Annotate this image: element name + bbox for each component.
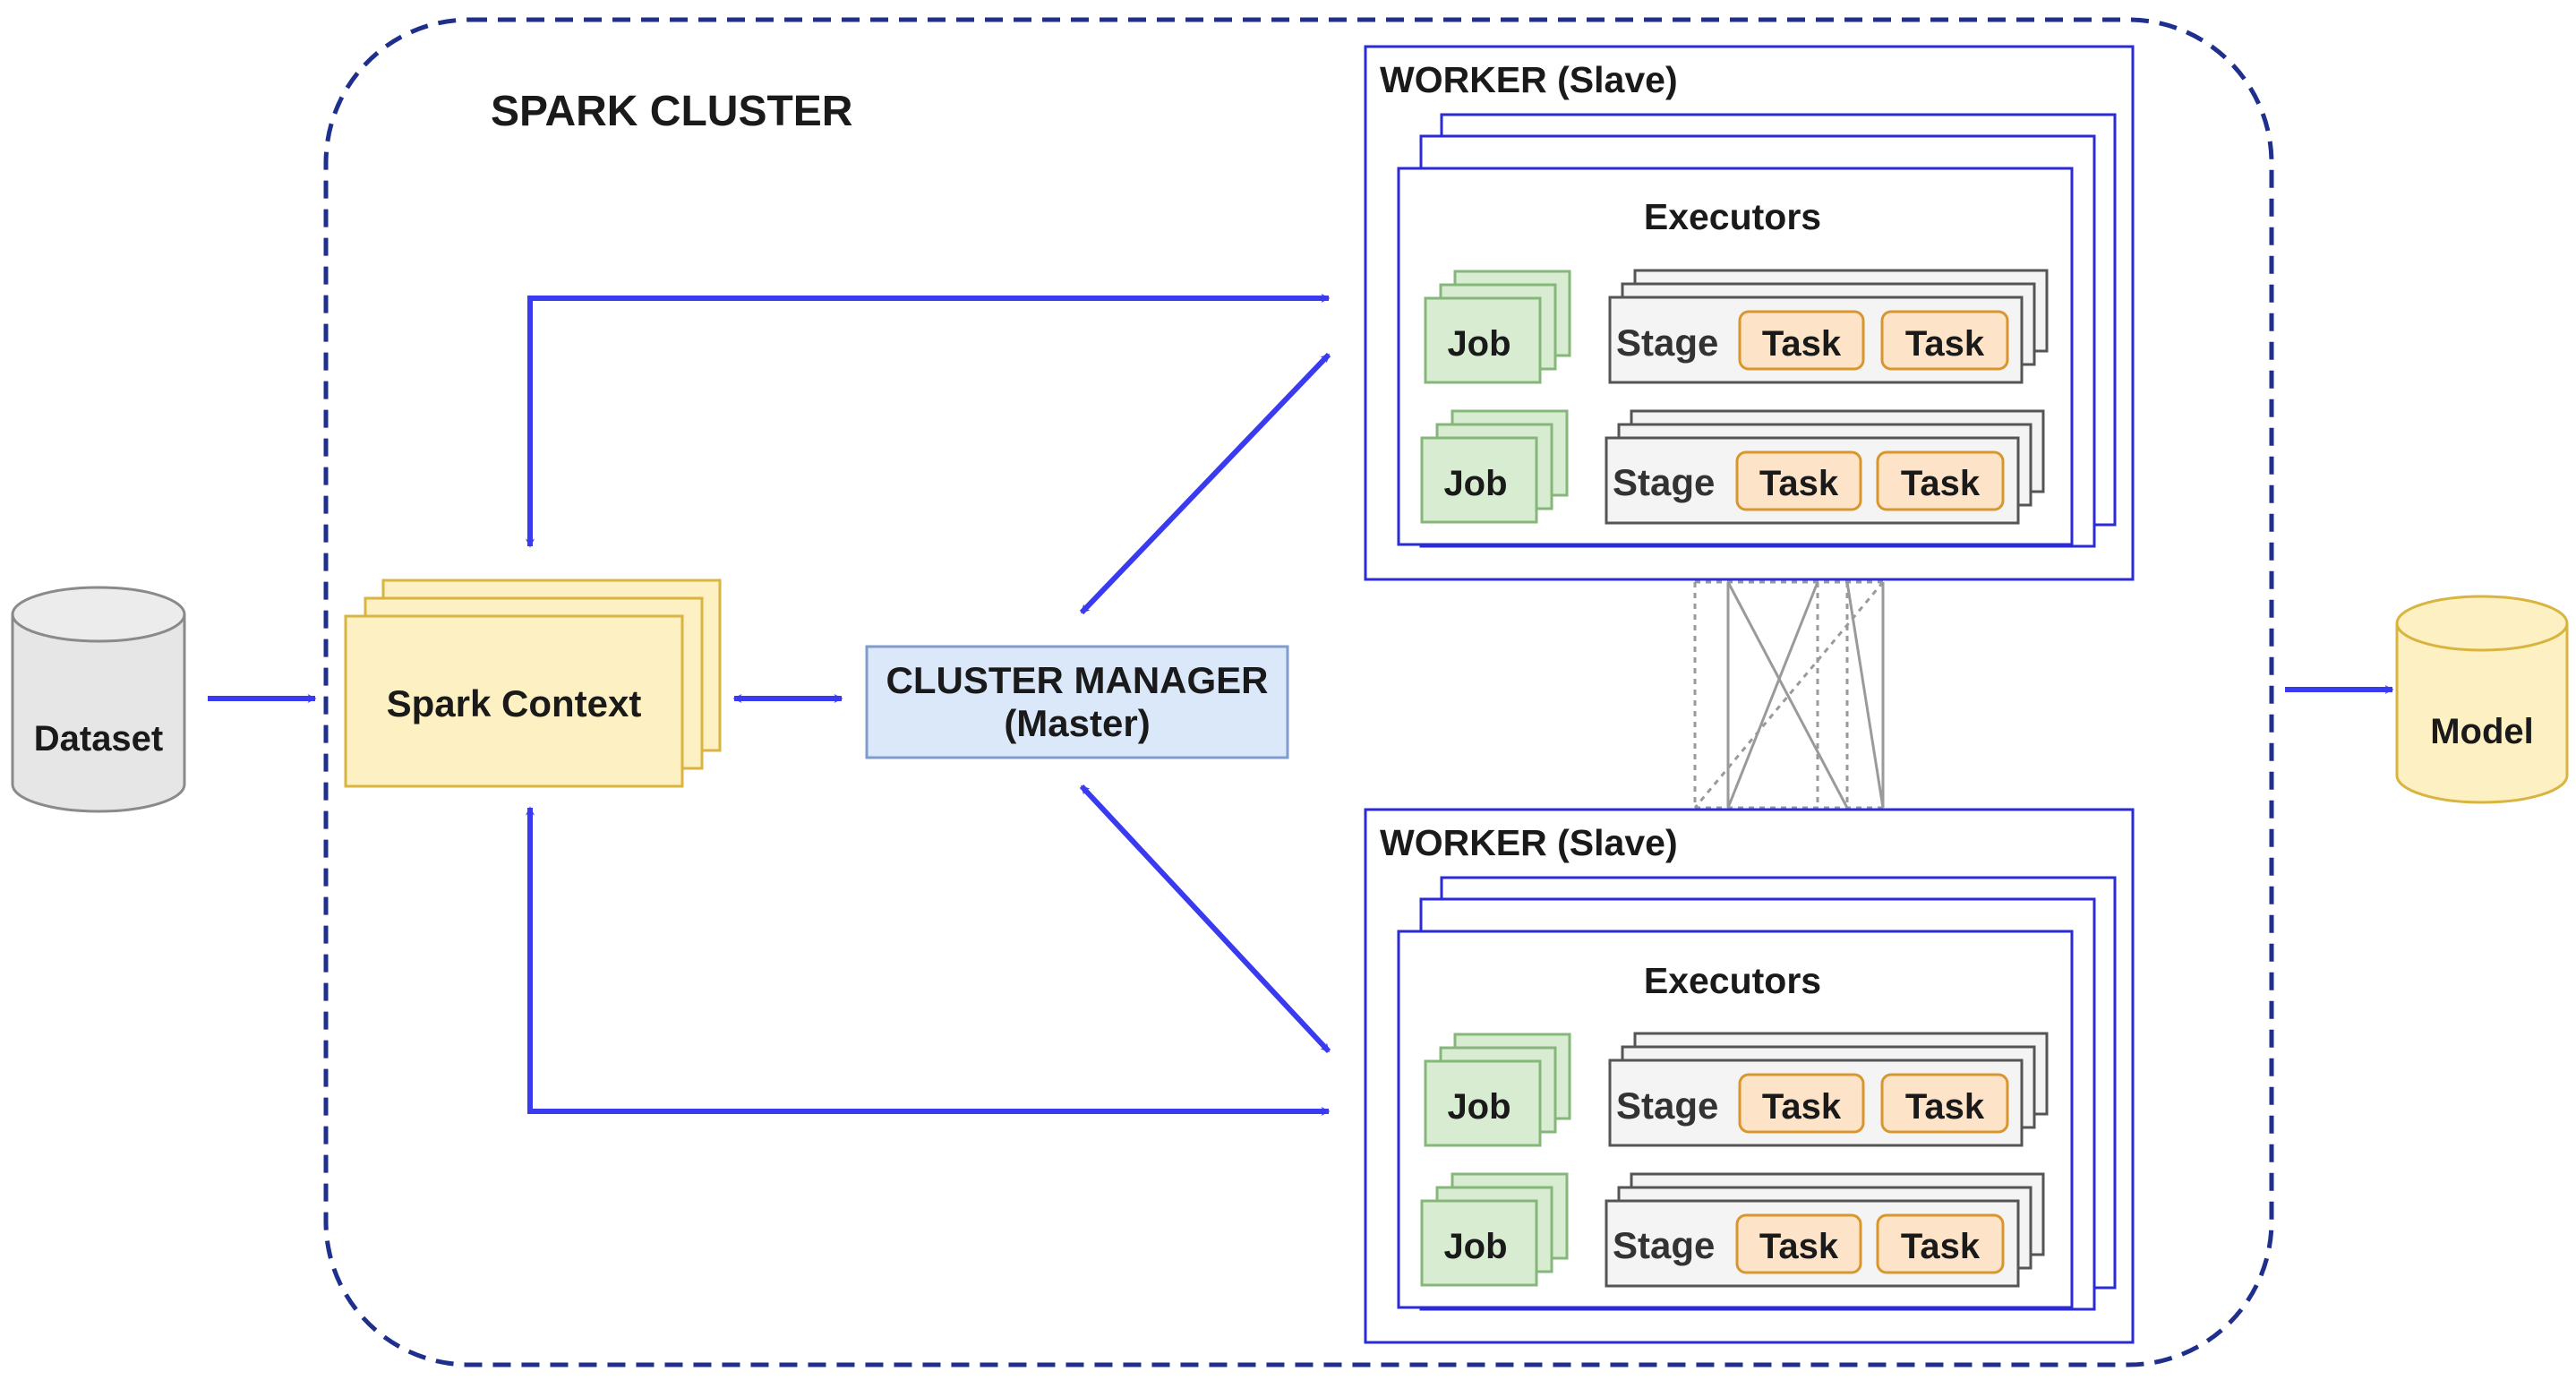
model-label: Model [2430, 712, 2534, 751]
task-label: Task [1762, 1087, 1842, 1127]
worker-1: WORKER (Slave) Executors Job Stage Task … [1364, 45, 2135, 581]
arrow-manager-worker-2 [1079, 784, 1331, 1054]
worker-2-job-1: Job [1424, 1033, 1571, 1147]
task-label: Task [1901, 1227, 1981, 1266]
worker-interconnect [1693, 580, 1885, 810]
worker-1-title: WORKER (Slave) [1380, 59, 1678, 100]
worker-2-stage-1: Stage Task Task [1608, 1032, 2049, 1147]
task-box [1738, 1073, 1865, 1134]
arrow-context-worker-2 [526, 806, 1331, 1116]
worker-2-stage-2: Stage Task Task [1605, 1172, 2045, 1288]
task-box [1880, 310, 2009, 371]
job-label: Job [1443, 464, 1507, 503]
task-label: Task [1759, 464, 1839, 503]
task-box [1876, 1213, 2005, 1274]
worker-1-stage-1: Stage Task Task [1608, 269, 2049, 384]
task-label: Task [1759, 1227, 1839, 1266]
task-label: Task [1905, 1087, 1985, 1127]
task-box [1880, 1073, 2009, 1134]
task-label: Task [1905, 324, 1985, 364]
worker-2: WORKER (Slave) Executors Job Stage Task … [1364, 808, 2135, 1344]
task-box [1876, 450, 2005, 511]
stage-label: Stage [1613, 1224, 1715, 1266]
worker-1-job-1: Job [1424, 270, 1571, 384]
task-box [1735, 1213, 1862, 1274]
stage-label: Stage [1616, 321, 1718, 364]
worker-2-job-2: Job [1420, 1172, 1569, 1287]
job-label: Job [1447, 1087, 1511, 1127]
task-label: Task [1762, 324, 1842, 364]
spark-context: Spark Context [344, 579, 722, 788]
worker-1-executors-label: Executors [1644, 196, 1821, 237]
worker-1-job-2: Job [1420, 409, 1569, 524]
cluster-manager: CLUSTER MANAGER (Master) [865, 645, 1289, 759]
spark-context-label: Spark Context [387, 682, 642, 724]
model-cylinder: Model [2395, 595, 2569, 804]
arrow-manager-worker-1 [1079, 352, 1331, 615]
job-label: Job [1443, 1227, 1507, 1266]
dataset-label: Dataset [34, 719, 164, 759]
cluster-manager-title: CLUSTER MANAGER [886, 659, 1269, 701]
task-box [1735, 450, 1862, 511]
stage-label: Stage [1613, 461, 1715, 503]
worker-2-executors-label: Executors [1644, 960, 1821, 1001]
worker-2-title: WORKER (Slave) [1380, 822, 1678, 863]
cluster-title: SPARK CLUSTER [491, 88, 852, 135]
job-label: Job [1447, 324, 1511, 364]
spark-cluster-boundary [323, 17, 2274, 1367]
dataset-cylinder: Dataset [11, 586, 186, 813]
stage-label: Stage [1616, 1084, 1718, 1127]
cluster-manager-subtitle: (Master) [1004, 702, 1150, 744]
task-box [1738, 310, 1865, 371]
task-label: Task [1901, 464, 1981, 503]
arrow-context-worker-1 [526, 294, 1331, 548]
worker-1-stage-2: Stage Task Task [1605, 409, 2045, 525]
